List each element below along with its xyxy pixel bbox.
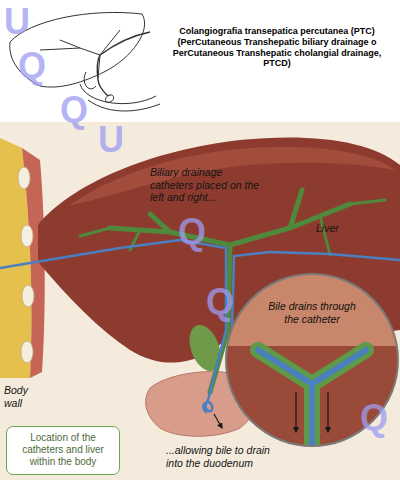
bile-flow-arrow <box>214 414 222 428</box>
callout-text: ...allowing bile to drain into the duode… <box>166 444 272 469</box>
sketch-coil <box>106 95 114 102</box>
sketch-gallbladder <box>84 72 96 89</box>
inset-duct <box>258 350 366 450</box>
left-catheter <box>0 240 226 412</box>
node-text: Location of the catheters and liver with… <box>13 432 114 468</box>
watermark: U <box>98 122 130 158</box>
sketch-duodenum <box>80 84 160 111</box>
watermark: Q <box>360 400 392 436</box>
watermark: Q <box>206 284 238 320</box>
watermark: Q <box>18 48 50 84</box>
sketch-catheter <box>97 32 150 96</box>
sketch-liver <box>10 12 145 87</box>
illustration-ground <box>0 122 400 480</box>
inset-magnification <box>226 274 398 450</box>
sketch-duct <box>40 30 120 78</box>
rib <box>18 167 30 189</box>
callout-text: Biliary drainage catheters placed on the… <box>150 166 266 204</box>
inset-border <box>226 274 398 446</box>
legend-box: Location of the catheters and liver with… <box>6 426 120 475</box>
page-title: Colangiografia transepatica percutanea (… <box>158 26 396 69</box>
liver <box>38 137 400 362</box>
inset-flow-arrow <box>327 392 328 432</box>
inset-flow-arrow <box>295 392 296 432</box>
watermark: Q <box>178 214 210 250</box>
organ-label: Liver <box>316 222 356 235</box>
node-text: Bile drains through the catheter <box>264 274 360 325</box>
inset-circle: Bile drains through the catheter <box>226 274 398 446</box>
rib <box>21 225 33 247</box>
watermark: U <box>4 4 36 40</box>
inset-catheter <box>258 350 366 450</box>
inset-ground-light <box>226 274 398 346</box>
rib <box>22 285 34 307</box>
rib <box>21 341 33 363</box>
gallbladder <box>184 321 227 376</box>
watermark: Q <box>60 92 92 128</box>
part-label: Body wall <box>4 384 40 409</box>
